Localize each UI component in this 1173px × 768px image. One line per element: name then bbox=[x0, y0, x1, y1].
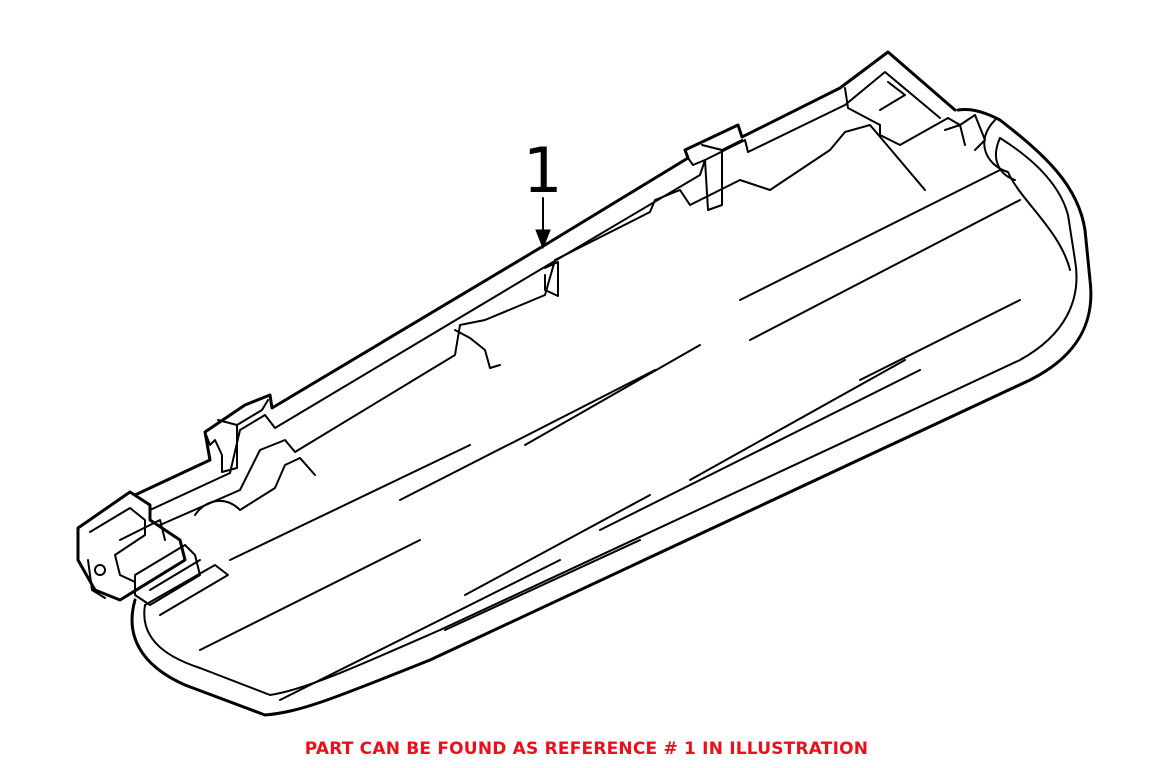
lens-reflector-lines bbox=[199, 169, 1021, 701]
left-tab bbox=[204, 399, 269, 473]
callout-number: 1 bbox=[523, 134, 562, 207]
left-mounting-bracket bbox=[76, 490, 187, 602]
lens-inner-rim bbox=[143, 137, 1078, 696]
footer-note: PART CAN BE FOUND AS REFERENCE # 1 IN IL… bbox=[304, 739, 869, 759]
right-tab bbox=[687, 139, 743, 211]
lens-outer-outline bbox=[130, 108, 1093, 717]
housing-top-rail bbox=[133, 50, 957, 497]
middle-tab bbox=[544, 261, 559, 297]
right-mounting-bracket bbox=[844, 87, 986, 151]
callout-arrow bbox=[535, 197, 551, 250]
